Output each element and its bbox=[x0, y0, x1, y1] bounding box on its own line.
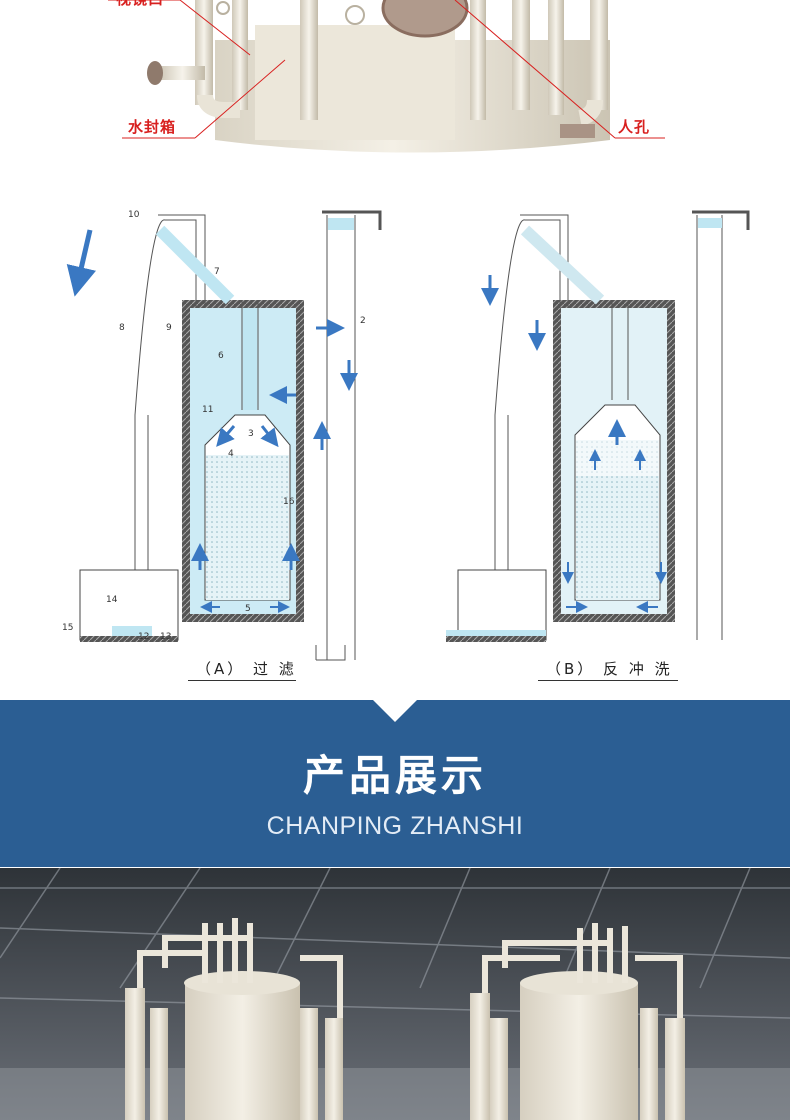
section-banner bbox=[0, 700, 790, 867]
label-12: 12 bbox=[138, 632, 149, 642]
label-10: 10 bbox=[128, 210, 140, 220]
label-6: 6 bbox=[218, 351, 224, 361]
panel-a: 10 7 8 9 6 2 11 3 4 16 5 14 15 12 13 bbox=[62, 210, 382, 661]
caption-filtration: （A） 过 滤 bbox=[196, 660, 297, 678]
label-15: 15 bbox=[62, 623, 73, 633]
banner-subtitle: CHANPING ZHANSHI bbox=[266, 812, 524, 840]
label-5: 5 bbox=[245, 604, 251, 614]
label-14: 14 bbox=[106, 595, 118, 605]
label-16: 16 bbox=[283, 497, 295, 507]
panel-b-water-box bbox=[457, 569, 547, 641]
panel-b bbox=[446, 210, 750, 642]
caption-backwash-underline bbox=[538, 680, 678, 681]
label-11: 11 bbox=[202, 405, 213, 415]
panel-b-filter-media bbox=[576, 476, 659, 600]
callout-partial: 视镜口 bbox=[116, 0, 164, 9]
caption-backwash: （B） 反 冲 洗 bbox=[546, 660, 673, 678]
label-7: 7 bbox=[214, 267, 220, 277]
filter-tank-photo bbox=[108, 0, 665, 153]
diagram-canvas: 10 7 8 9 6 2 11 3 4 16 5 14 15 12 13 bbox=[62, 210, 750, 661]
banner-title: 产品展示 bbox=[302, 751, 487, 800]
label-3: 3 bbox=[248, 429, 254, 439]
bottom-product-photo bbox=[0, 868, 790, 1120]
top-product-photo: 视镜口 水封箱 人孔 bbox=[0, 0, 790, 160]
label-9: 9 bbox=[166, 323, 172, 333]
label-2: 2 bbox=[360, 316, 366, 326]
callout-water-seal-box: 水封箱 bbox=[128, 118, 177, 136]
panel-a-filter-media bbox=[206, 455, 289, 600]
label-13: 13 bbox=[160, 632, 171, 642]
label-8: 8 bbox=[119, 323, 125, 333]
callout-manhole: 人孔 bbox=[618, 118, 651, 136]
warehouse-tanks-photo bbox=[0, 868, 790, 1120]
banner-notch bbox=[373, 700, 417, 722]
filter-process-diagrams: 10 7 8 9 6 2 11 3 4 16 5 14 15 12 13 bbox=[0, 190, 790, 690]
label-4: 4 bbox=[228, 449, 234, 459]
caption-filtration-underline bbox=[188, 680, 296, 681]
